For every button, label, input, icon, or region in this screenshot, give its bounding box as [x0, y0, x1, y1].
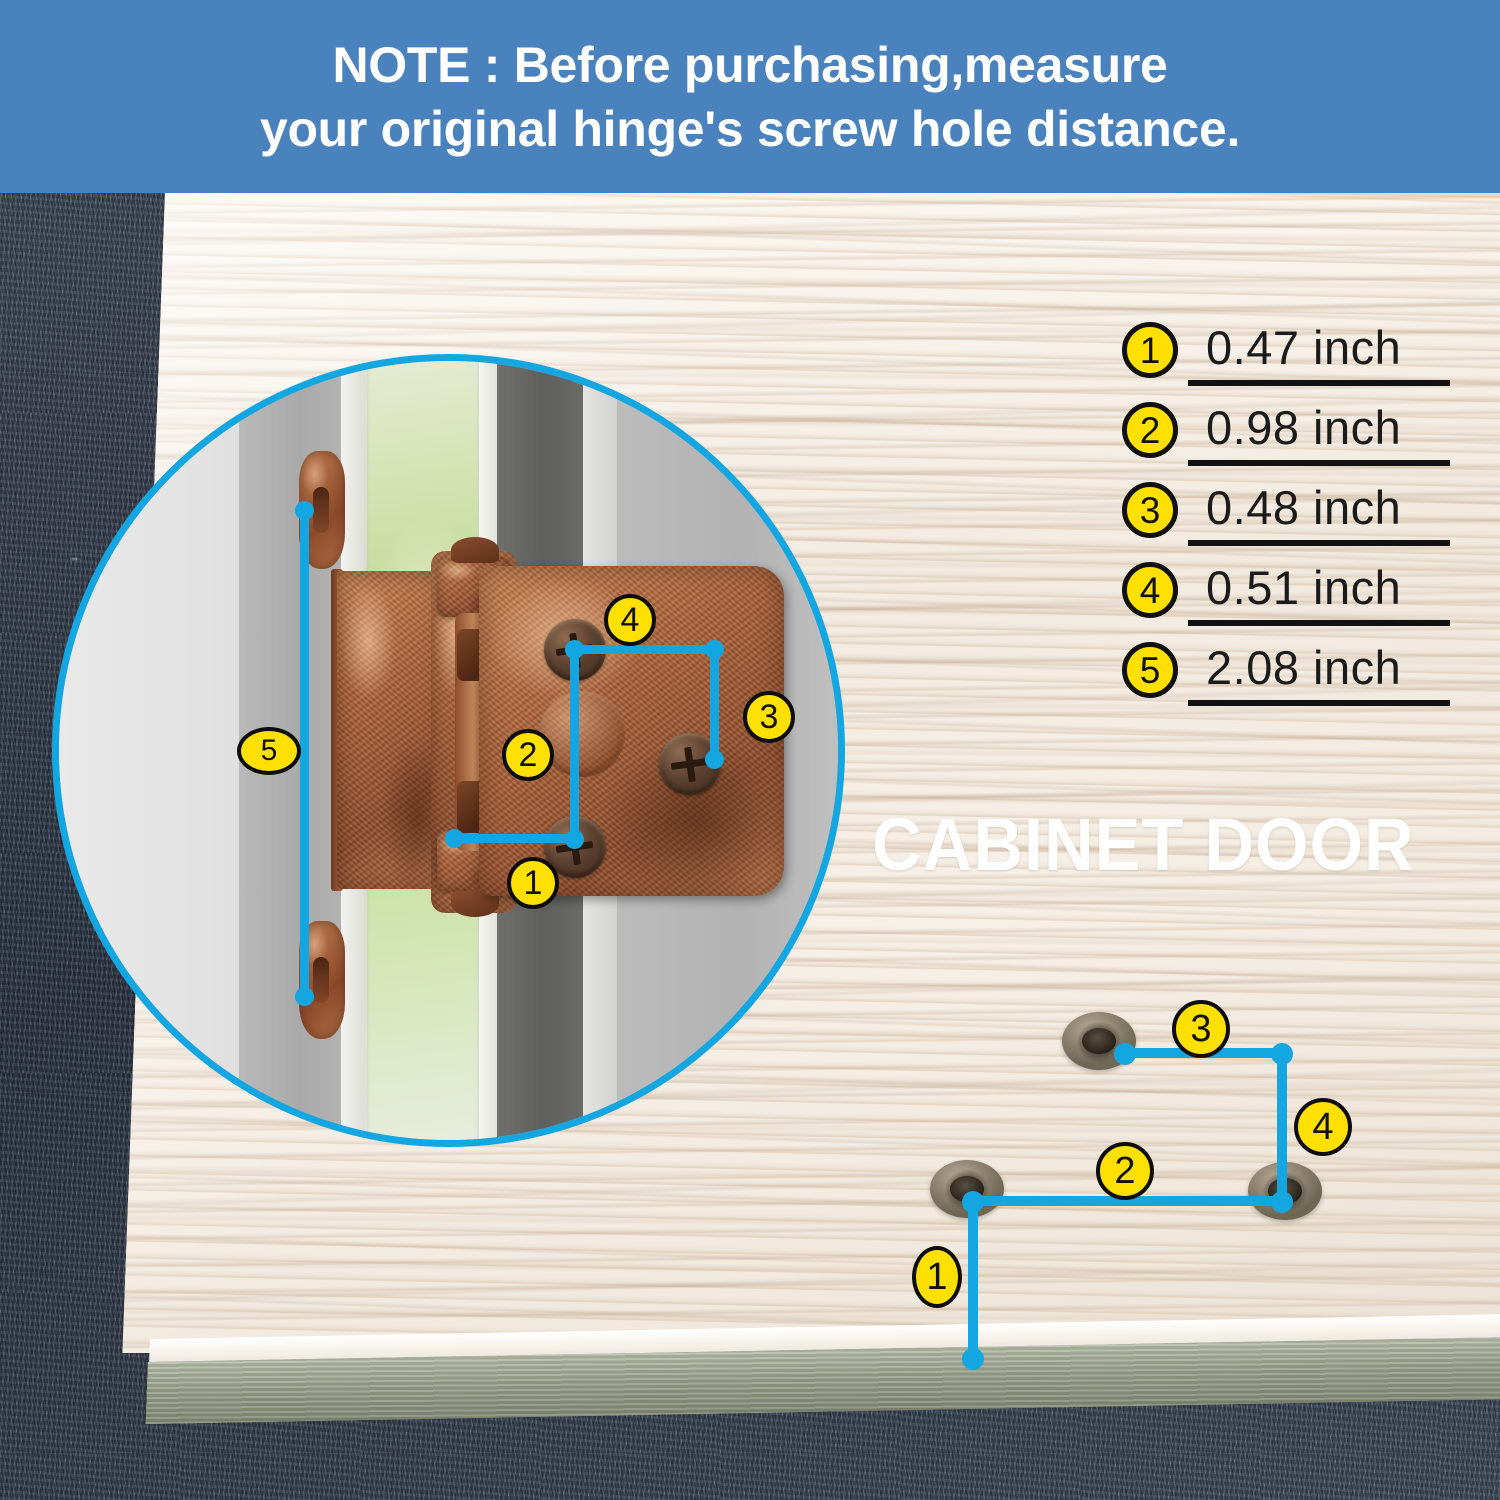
measurement-badge-3: 3 — [1122, 482, 1178, 538]
measure-dot-4-right — [705, 640, 724, 659]
measurement-value-5: 2.08 inch — [1206, 641, 1402, 694]
hole-dot-top — [1114, 1043, 1136, 1065]
measurement-value-1: 0.47 inch — [1206, 321, 1402, 374]
hinge-bottom-leaf-slot — [313, 957, 329, 1003]
measurement-row: 1 0.47 inch — [1122, 318, 1462, 398]
measure-line-3 — [710, 645, 719, 760]
hinge-frame-wing — [337, 571, 449, 889]
hole-badge-3: 3 — [1172, 1000, 1230, 1058]
measurement-row: 3 0.48 inch — [1122, 478, 1462, 558]
measure-line-5 — [300, 509, 309, 995]
measurement-row: 2 0.98 inch — [1122, 398, 1462, 478]
measurement-rule-5 — [1188, 700, 1450, 706]
measurement-rule-2 — [1188, 460, 1450, 466]
inset-badge-3: 3 — [743, 691, 795, 743]
note-line-1: NOTE : Before purchasing,measure — [332, 36, 1168, 93]
measurement-value-4: 0.51 inch — [1206, 561, 1402, 614]
measure-dot-2-end — [565, 830, 584, 849]
measurement-rule-3 — [1188, 540, 1450, 546]
hinge-plate-dimple — [539, 691, 625, 777]
measurement-badge-4: 4 — [1122, 562, 1178, 618]
inset-badge-4: 4 — [604, 594, 656, 646]
note-banner: NOTE : Before purchasing,measure your or… — [0, 0, 1500, 193]
measure-line-1 — [451, 834, 579, 843]
hole-dot-bottom — [962, 1348, 984, 1370]
measure-dot-1-end — [445, 829, 464, 848]
hole-badge-2: 2 — [1096, 1142, 1154, 1200]
hole-dot-corner — [1271, 1043, 1293, 1065]
hole-badge-4: 4 — [1294, 1098, 1352, 1156]
measure-dot-5-top — [295, 501, 314, 520]
hole-measure-line-2 — [968, 1196, 1287, 1206]
measurement-value-3: 0.48 inch — [1206, 481, 1402, 534]
inset-badge-1: 1 — [507, 857, 559, 909]
cabinet-door-label: CABINET DOOR — [872, 803, 1415, 886]
measurement-list: 1 0.47 inch 2 0.98 inch 3 0.48 inch 4 0.… — [1122, 318, 1462, 718]
hole-badge-1: 1 — [912, 1246, 962, 1308]
note-line-2: your original hinge's screw hole distanc… — [259, 100, 1241, 157]
measurement-badge-2: 2 — [1122, 402, 1178, 458]
hinge-closeup-circle: 5 4 3 2 1 — [52, 354, 845, 1147]
measurement-value-2: 0.98 inch — [1206, 401, 1402, 454]
hole-measure-line-4 — [1277, 1048, 1287, 1200]
hole-measure-line-1 — [968, 1196, 978, 1360]
inset-badge-2: 2 — [502, 729, 554, 781]
hinge-pin-cap-top — [451, 537, 499, 563]
measure-line-2 — [570, 645, 579, 843]
measure-dot-5-bottom — [295, 987, 314, 1006]
measure-dot-4-left — [565, 640, 584, 659]
measurement-row: 5 2.08 inch — [1122, 638, 1462, 718]
measure-line-4 — [573, 645, 719, 654]
hole-dot-left — [962, 1191, 984, 1213]
measurement-row: 4 0.51 inch — [1122, 558, 1462, 638]
inset-wall-strip — [59, 361, 239, 1140]
measurement-badge-1: 1 — [1122, 322, 1178, 378]
hole-dot-right — [1271, 1191, 1293, 1213]
inset-badge-5: 5 — [237, 727, 301, 775]
measure-dot-3-end — [705, 750, 724, 769]
measurement-badge-5: 5 — [1122, 642, 1178, 698]
measurement-rule-1 — [1188, 380, 1450, 386]
measurement-rule-4 — [1188, 620, 1450, 626]
hinge-top-leaf-slot — [313, 487, 329, 533]
